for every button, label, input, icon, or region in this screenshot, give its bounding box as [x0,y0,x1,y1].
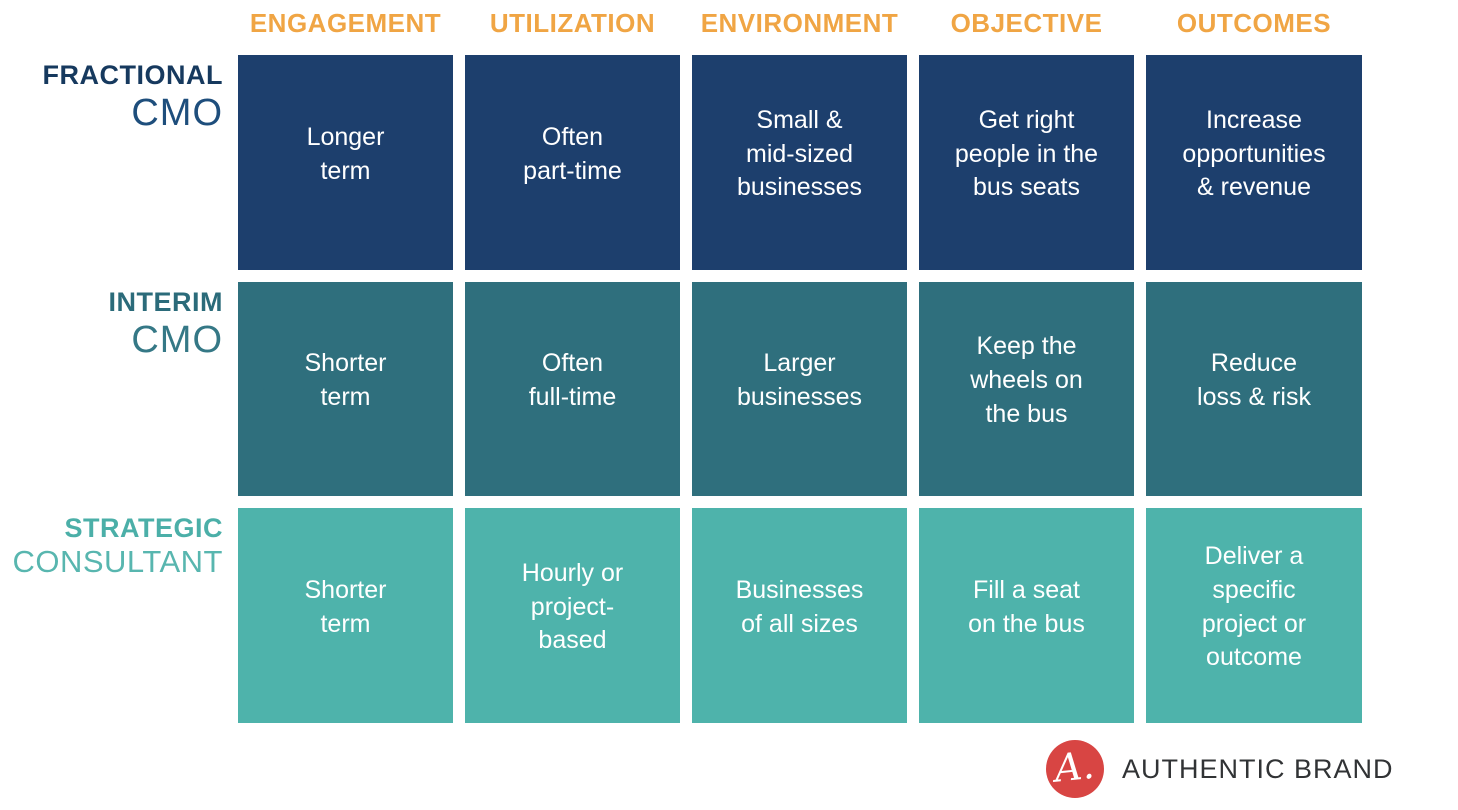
comparison-matrix: ENGAGEMENT UTILIZATION ENVIRONMENT OBJEC… [0,0,1362,723]
row-label-primary: FRACTIONAL [42,60,223,90]
column-header-objective: OBJECTIVE [950,8,1103,38]
cell-interim-utilization: Often full-time [465,282,680,496]
cell-fractional-utilization: Often part-time [465,55,680,270]
cell-fractional-environment: Small & mid-sized businesses [692,55,907,270]
cell-strategic-engagement: Shorter term [238,508,453,723]
cell-strategic-utilization: Hourly or project- based [465,508,680,723]
column-header-engagement: ENGAGEMENT [249,8,442,38]
cell-interim-engagement: Shorter term [238,282,453,496]
cell-strategic-outcomes: Deliver a specific project or outcome [1146,508,1362,723]
logo-monogram: A. [1052,742,1097,791]
cell-interim-environment: Larger businesses [692,282,907,496]
row-label-interim-cmo: INTERIM CMO [0,282,226,496]
row-label-primary: STRATEGIC [64,513,223,543]
row-label-primary: INTERIM [108,287,223,317]
cell-strategic-environment: Businesses of all sizes [692,508,907,723]
cell-fractional-objective: Get right people in the bus seats [919,55,1134,270]
row-label-secondary: CMO [131,92,223,135]
row-label-fractional-cmo: FRACTIONAL CMO [0,55,226,270]
column-header-outcomes: OUTCOMES [1176,8,1332,38]
column-header-environment: ENVIRONMENT [700,8,899,38]
cell-fractional-outcomes: Increase opportunities & revenue [1146,55,1362,270]
cell-fractional-engagement: Longer term [238,55,453,270]
logo-company-name: AUTHENTIC BRAND [1122,753,1394,784]
row-label-secondary: CMO [131,319,223,362]
authentic-brand-mark-icon: A. [1046,740,1104,798]
cell-interim-outcomes: Reduce loss & risk [1146,282,1362,496]
row-label-secondary: CONSULTANT [12,544,223,580]
row-label-strategic-consultant: STRATEGIC CONSULTANT [0,508,226,723]
authentic-brand-logo: A. AUTHENTIC BRAND [1046,740,1394,798]
cell-interim-objective: Keep the wheels on the bus [919,282,1134,496]
column-header-utilization: UTILIZATION [489,8,656,38]
cell-strategic-objective: Fill a seat on the bus [919,508,1134,723]
corner-spacer [0,0,226,43]
